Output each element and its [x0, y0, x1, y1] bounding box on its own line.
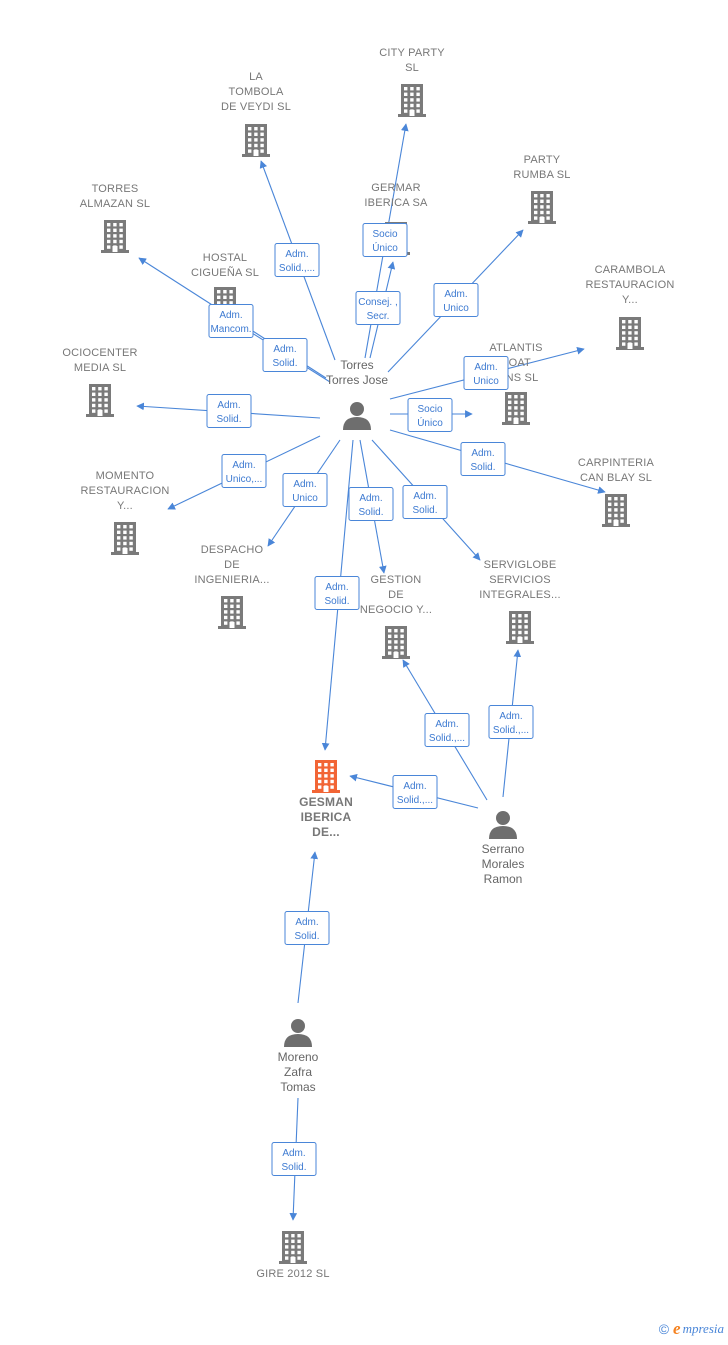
svg-text:Adm.Unico: Adm.Unico: [443, 289, 469, 314]
svg-text:Adm.Solid.: Adm.Solid.: [281, 1148, 306, 1173]
person-icon: [343, 402, 371, 430]
svg-text:Adm.Solid.: Adm.Solid.: [272, 344, 297, 369]
building-icon: [528, 191, 556, 224]
svg-text:Adm.Solid.: Adm.Solid.: [324, 582, 349, 607]
empresia-logo-initial: e: [673, 1319, 681, 1338]
svg-text:Adm.Unico: Adm.Unico: [292, 479, 318, 504]
building-icon: [101, 220, 129, 253]
role-label[interactable]: Consej. ,Secr.: [355, 291, 401, 325]
building-icon: [506, 611, 534, 644]
svg-text:Adm.Unico,...: Adm.Unico,...: [226, 460, 263, 485]
role-label[interactable]: Adm.Unico: [282, 473, 328, 507]
company-node-gire[interactable]: GIRE 2012 SL: [256, 1231, 329, 1280]
svg-text:Adm.Mancom.: Adm.Mancom.: [210, 310, 251, 335]
svg-text:Adm.Unico: Adm.Unico: [473, 362, 499, 387]
svg-text:Adm.Solid.,...: Adm.Solid.,...: [493, 711, 529, 736]
building-icon: [218, 596, 246, 629]
building-icon: [86, 384, 114, 417]
edges-layer: [136, 123, 606, 1221]
svg-text:Adm.Solid.: Adm.Solid.: [470, 448, 495, 473]
footer-brand[interactable]: © e mpresia: [659, 1319, 724, 1339]
role-label[interactable]: Adm.Unico: [433, 283, 479, 317]
role-label[interactable]: Adm.Solid.: [460, 442, 506, 476]
building-icon: [616, 317, 644, 350]
building-icon: [502, 392, 530, 425]
person-icon: [489, 811, 517, 839]
svg-text:Adm.Solid.,...: Adm.Solid.,...: [279, 249, 315, 274]
role-label[interactable]: Adm.Unico: [463, 356, 509, 390]
building-icon: [382, 626, 410, 659]
empresia-logo-text: mpresia: [682, 1321, 724, 1336]
building-icon: [111, 522, 139, 555]
svg-text:Adm.Solid.: Adm.Solid.: [412, 491, 437, 516]
svg-text:Adm.Solid.: Adm.Solid.: [216, 400, 241, 425]
copyright-symbol: ©: [658, 1321, 670, 1337]
role-label[interactable]: Adm.Solid.: [206, 394, 252, 428]
svg-text:Adm.Solid.: Adm.Solid.: [294, 917, 319, 942]
role-label[interactable]: Adm.Solid.: [262, 338, 308, 372]
role-label[interactable]: Adm.Solid.: [348, 487, 394, 521]
role-label[interactable]: Adm.Solid.,...: [488, 705, 534, 739]
role-label[interactable]: Adm.Solid.: [284, 911, 330, 945]
role-label[interactable]: Adm.Solid.,...: [392, 775, 438, 809]
building-icon: [279, 1231, 307, 1264]
svg-text:Adm.Solid.,...: Adm.Solid.,...: [429, 719, 465, 744]
role-label[interactable]: Adm.Solid.: [402, 485, 448, 519]
role-label[interactable]: Adm.Solid.: [271, 1142, 317, 1176]
person-icon: [284, 1019, 312, 1047]
role-label[interactable]: Adm.Solid.,...: [274, 243, 320, 277]
building-icon: [242, 124, 270, 157]
building-icon: [312, 760, 340, 793]
svg-text:Consej. ,Secr.: Consej. ,Secr.: [358, 297, 397, 322]
role-label[interactable]: Adm.Mancom.: [208, 304, 254, 338]
svg-text:Adm.Solid.: Adm.Solid.: [358, 493, 383, 518]
building-icon: [602, 494, 630, 527]
company-name: GIRE 2012 SL: [256, 1268, 329, 1280]
role-label[interactable]: Adm.Solid.,...: [424, 713, 470, 747]
svg-text:Adm.Solid.,...: Adm.Solid.,...: [397, 781, 433, 806]
building-icon: [398, 84, 426, 117]
role-label[interactable]: Adm.Unico,...: [221, 454, 267, 488]
role-label[interactable]: Adm.Solid.: [314, 576, 360, 610]
